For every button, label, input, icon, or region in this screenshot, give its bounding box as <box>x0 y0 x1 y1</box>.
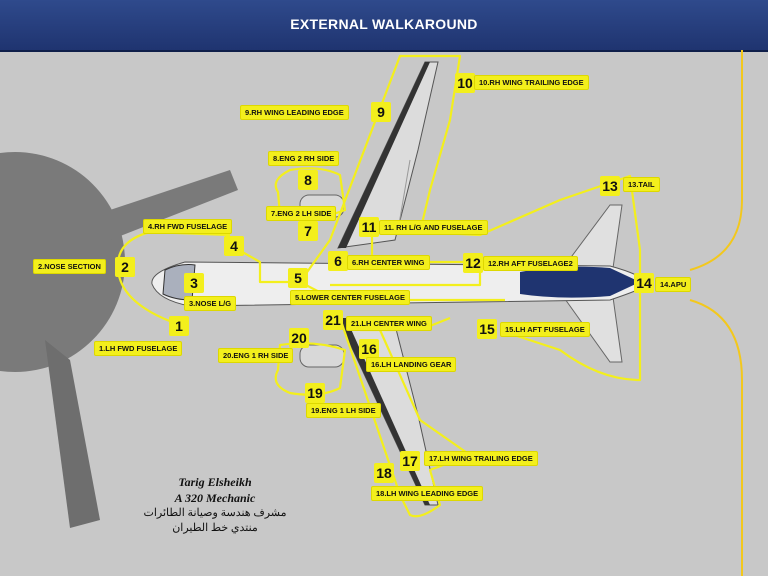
marker-11[interactable]: 11 <box>359 217 379 237</box>
marker-6[interactable]: 6 <box>328 251 348 271</box>
label-eng2-lh-side: 7.ENG 2 LH SIDE <box>266 206 337 221</box>
label-apu: 14.APU <box>655 277 692 292</box>
marker-19[interactable]: 19 <box>305 383 325 403</box>
marker-5[interactable]: 5 <box>288 268 308 288</box>
marker-9[interactable]: 9 <box>371 102 391 122</box>
label-rh-center-wing: 6.RH CENTER WING <box>347 255 430 270</box>
label-rh-fwd-fuselage: 4.RH FWD FUSELAGE <box>143 219 233 234</box>
marker-13[interactable]: 13 <box>600 176 620 196</box>
label-lh-wing-trailing-edge: 17.LH WING TRAILING EDGE <box>424 451 538 466</box>
marker-7[interactable]: 7 <box>298 221 318 241</box>
label-lh-center-wing: 21.LH CENTER WING <box>346 316 432 331</box>
taxi-line <box>689 50 743 576</box>
jet-bridge <box>95 170 238 240</box>
label-tail: 13.TAIL <box>623 177 660 192</box>
label-nose-lg: 3.NOSE L/G <box>184 296 237 311</box>
label-lower-center-fuselage: 5.LOWER CENTER FUSELAGE <box>290 290 411 305</box>
page-title: EXTERNAL WALKAROUND <box>290 16 478 32</box>
marker-21[interactable]: 21 <box>323 310 343 330</box>
label-rh-wing-leading-edge: 9.RH WING LEADING EDGE <box>240 105 349 120</box>
marker-12[interactable]: 12 <box>463 253 483 273</box>
label-eng2-rh-side: 8.ENG 2 RH SIDE <box>268 151 340 166</box>
marker-1[interactable]: 1 <box>169 316 189 336</box>
title-bar: EXTERNAL WALKAROUND <box>0 0 768 52</box>
marker-2[interactable]: 2 <box>115 257 135 277</box>
label-nose-section: 2.NOSE SECTION <box>33 259 106 274</box>
author-title-arabic: مشرف هندسة وصيانة الطائرات <box>143 507 287 519</box>
marker-14[interactable]: 14 <box>634 273 654 293</box>
author-credit: Tarig Elsheikh A 320 Mechanic مشرف هندسة… <box>120 474 310 536</box>
label-lh-fwd-fuselage: 1.LH FWD FUSELAGE <box>94 341 183 356</box>
label-lh-landing-gear: 16.LH LANDING GEAR <box>366 357 457 372</box>
marker-8[interactable]: 8 <box>298 170 318 190</box>
terminal-building <box>0 152 238 528</box>
jet-bridge-lower <box>45 340 100 528</box>
marker-15[interactable]: 15 <box>477 319 497 339</box>
rh-wing <box>337 61 439 249</box>
marker-3[interactable]: 3 <box>184 273 204 293</box>
forum-name-arabic: منتدي خط الطيران <box>172 522 258 534</box>
label-rh-wing-trailing-edge: 10.RH WING TRAILING EDGE <box>474 75 589 90</box>
marker-17[interactable]: 17 <box>400 451 420 471</box>
author-role: A 320 Mechanic <box>174 491 256 505</box>
label-eng1-lh-side: 19.ENG 1 LH SIDE <box>306 403 381 418</box>
label-rh-lg-and-fuselage: 11. RH L/G AND FUSELAGE <box>379 220 488 235</box>
marker-10[interactable]: 10 <box>455 73 475 93</box>
marker-16[interactable]: 16 <box>359 339 379 359</box>
label-eng1-rh-side: 20.ENG 1 RH SIDE <box>218 348 294 363</box>
label-lh-wing-leading-edge: 18.LH WING LEADING EDGE <box>371 486 484 501</box>
marker-20[interactable]: 20 <box>289 328 309 348</box>
author-name: Tarig Elsheikh <box>178 475 252 489</box>
marker-4[interactable]: 4 <box>224 236 244 256</box>
label-lh-aft-fuselage: 15.LH AFT FUSELAGE <box>500 322 590 337</box>
label-rh-aft-fuselage: 12.RH AFT FUSELAGE2 <box>483 256 578 271</box>
marker-18[interactable]: 18 <box>374 463 394 483</box>
